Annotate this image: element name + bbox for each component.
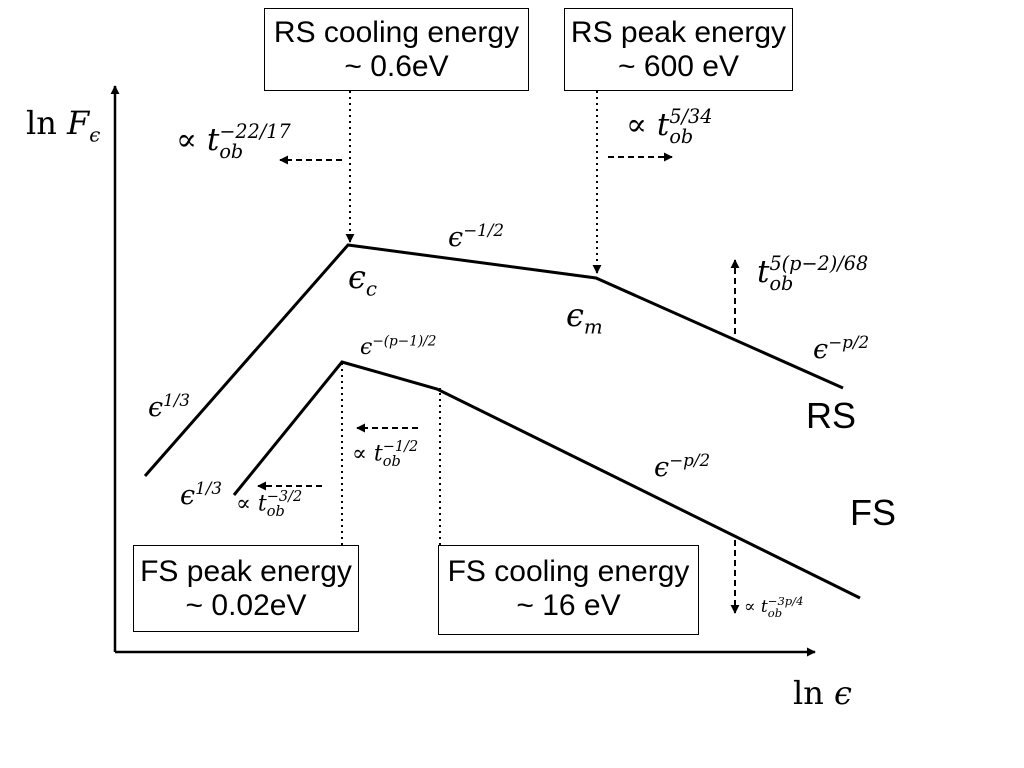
- fs-mid-slope-label: ϵ−(p−1)/2: [360, 333, 437, 360]
- rs-cooling-energy-value: ~ 0.6eV: [344, 50, 449, 83]
- fs-curve-label: FS: [850, 492, 897, 533]
- rs-peak-energy-value: ~ 600 eV: [618, 50, 739, 83]
- rs-peak-energy-title: RS peak energy: [570, 16, 787, 49]
- rs-mid-slope-label: ϵ−1/2: [448, 220, 505, 253]
- fs-peak-energy-value: ~ 0.02eV: [185, 589, 307, 622]
- fs-low-slope-label: ϵ1/3: [180, 478, 223, 511]
- rs-high-slope-label: ϵ−p/2: [813, 332, 870, 365]
- rs-spectrum-line: [143, 243, 844, 477]
- fs-peak-energy-box: FS peak energy ~ 0.02eV: [133, 545, 359, 632]
- fs-cooling-energy-value: ~ 16 eV: [516, 589, 621, 622]
- rs-cooling-energy-box: RS cooling energy ~ 0.6eV: [264, 8, 529, 91]
- rs-cooling-energy-title: RS cooling energy: [273, 16, 520, 49]
- rs-peak-energy-box: RS peak energy ~ 600 eV: [564, 8, 793, 91]
- fs-cooling-energy-box: FS cooling energy ~ 16 eV: [438, 545, 699, 635]
- x-axis-label: ln ϵ: [793, 674, 852, 712]
- fs-spectrum-line: [232, 360, 861, 600]
- y-axis-label: ln Fϵ: [26, 104, 101, 147]
- rs-low-slope-label: ϵ1/3: [148, 390, 191, 423]
- rs-curve-label: RS: [806, 395, 857, 436]
- fs-peak-energy-title: FS peak energy: [140, 555, 352, 588]
- fs-high-slope-label: ϵ−p/2: [654, 450, 711, 483]
- fs-cooling-energy-title: FS cooling energy: [447, 555, 690, 588]
- eps-m-label: ϵm: [566, 296, 603, 339]
- eps-c-label: ϵc: [348, 258, 378, 301]
